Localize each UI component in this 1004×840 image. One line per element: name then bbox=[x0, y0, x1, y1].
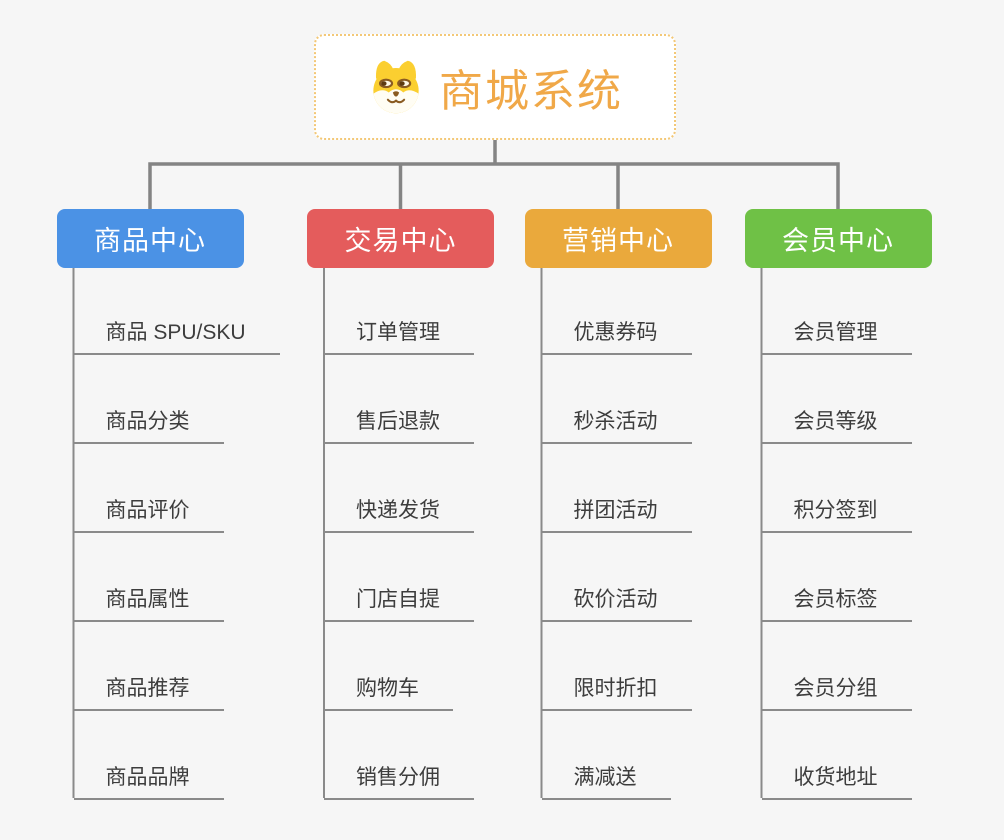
shiba-dog-icon bbox=[367, 58, 425, 116]
leaf-node[interactable]: 砍价活动 bbox=[541, 578, 692, 622]
leaf-node[interactable]: 满减送 bbox=[541, 756, 671, 800]
leaf-node[interactable]: 收货地址 bbox=[761, 756, 912, 800]
root-node[interactable]: 商城系统 bbox=[314, 34, 676, 140]
leaf-node[interactable]: 快递发货 bbox=[324, 489, 474, 533]
leaf-node[interactable]: 商品分类 bbox=[73, 400, 224, 444]
leaf-node[interactable]: 售后退款 bbox=[324, 400, 474, 444]
leaf-node[interactable]: 限时折扣 bbox=[541, 667, 692, 711]
branch-node[interactable]: 商品中心 bbox=[56, 209, 244, 268]
branch-node[interactable]: 交易中心 bbox=[307, 209, 494, 268]
leaf-node[interactable]: 商品评价 bbox=[73, 489, 224, 533]
leaf-node[interactable]: 拼团活动 bbox=[541, 489, 692, 533]
leaf-node[interactable]: 商品推荐 bbox=[73, 667, 224, 711]
leaf-node[interactable]: 商品品牌 bbox=[73, 756, 224, 800]
leaf-node[interactable]: 购物车 bbox=[324, 667, 453, 711]
branch-node[interactable]: 会员中心 bbox=[744, 209, 932, 268]
branch-node[interactable]: 营销中心 bbox=[524, 209, 712, 268]
leaf-node[interactable]: 订单管理 bbox=[324, 311, 474, 355]
root-title: 商城系统 bbox=[439, 67, 623, 116]
leaf-node[interactable]: 优惠券码 bbox=[541, 311, 692, 355]
leaf-node[interactable]: 会员等级 bbox=[761, 400, 912, 444]
leaf-node[interactable]: 积分签到 bbox=[761, 489, 912, 533]
leaf-node[interactable]: 门店自提 bbox=[324, 578, 474, 622]
leaf-node[interactable]: 会员标签 bbox=[761, 578, 912, 622]
leaf-node[interactable]: 商品属性 bbox=[73, 578, 224, 622]
leaf-node[interactable]: 会员管理 bbox=[761, 311, 912, 355]
leaf-node[interactable]: 秒杀活动 bbox=[541, 400, 692, 444]
leaf-node[interactable]: 会员分组 bbox=[761, 667, 912, 711]
leaf-node[interactable]: 商品 SPU/SKU bbox=[73, 311, 280, 355]
leaf-node[interactable]: 销售分佣 bbox=[324, 756, 474, 800]
trunk-connector-lines bbox=[148, 138, 840, 213]
